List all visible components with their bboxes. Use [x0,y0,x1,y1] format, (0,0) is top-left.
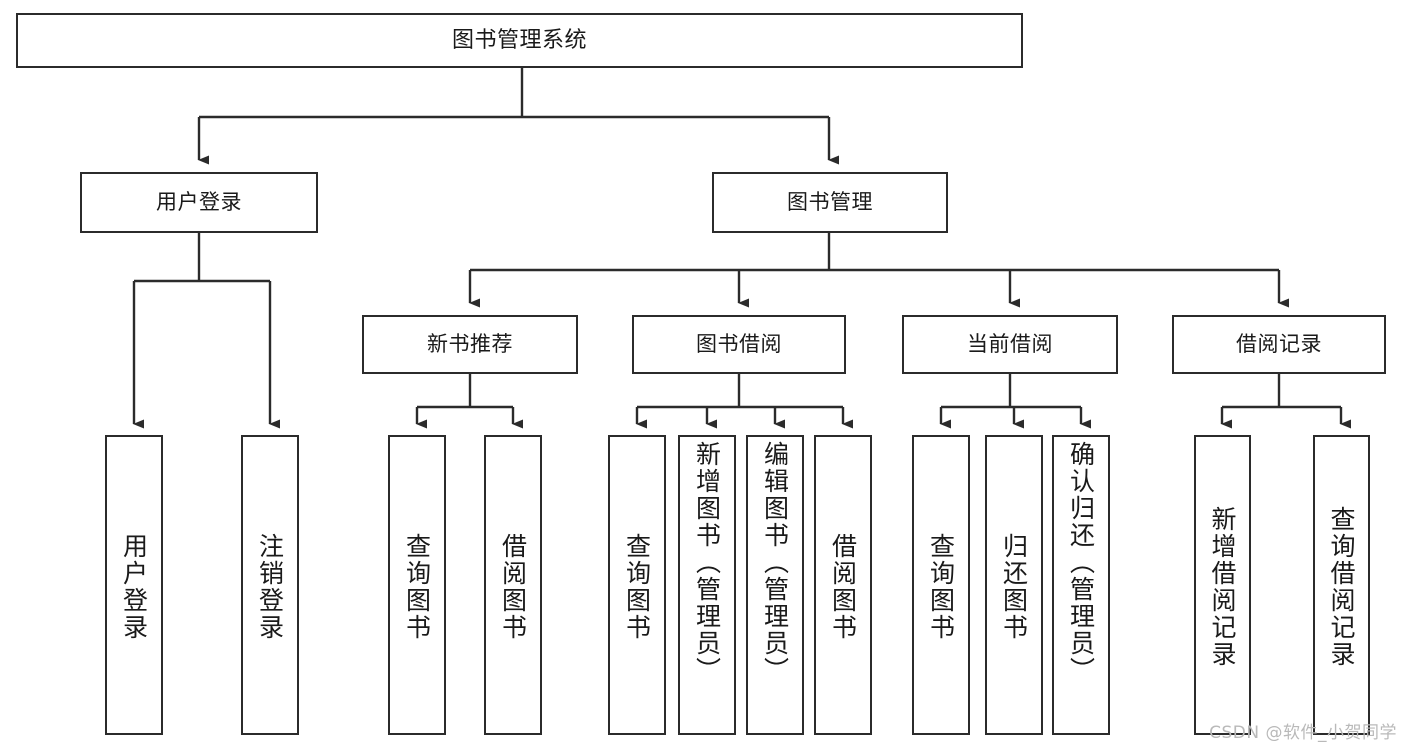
node-label: 图书管理系统 [451,27,587,53]
leaf-add-record[interactable]: 新增借阅记录 [1194,435,1251,735]
node-label: 归还图书 [999,533,1029,641]
node-label: 用户登录 [119,533,149,641]
leaf-query-record[interactable]: 查询借阅记录 [1313,435,1370,735]
node-current-borrow[interactable]: 当前借阅 [902,315,1118,374]
leaf-query-book-3[interactable]: 查询图书 [912,435,970,735]
leaf-borrow-book-2[interactable]: 借阅图书 [814,435,872,735]
leaf-query-book-1[interactable]: 查询图书 [388,435,446,735]
node-user-login[interactable]: 用户登录 [80,172,318,233]
leaf-user-logout[interactable]: 注销登录 [241,435,299,735]
leaf-edit-book[interactable]: 编辑图书（管理员） [746,435,804,735]
node-label: 当前借阅 [967,332,1053,357]
node-label: 图书借阅 [696,332,782,357]
node-label: 查询图书 [622,533,652,641]
leaf-return-book[interactable]: 归还图书 [985,435,1043,735]
leaf-user-login[interactable]: 用户登录 [105,435,163,735]
node-label: 借阅图书 [498,533,528,641]
node-root-book-management-system[interactable]: 图书管理系统 [16,13,1023,68]
node-label: 新书推荐 [427,332,513,357]
node-label: 借阅记录 [1236,332,1322,357]
node-label: 查询借阅记录 [1327,506,1356,668]
node-label: 查询图书 [926,533,956,641]
node-label: 注销登录 [255,533,285,641]
node-label: 图书管理 [787,190,873,215]
node-label: 借阅图书 [828,533,858,641]
node-new-book-recommend[interactable]: 新书推荐 [362,315,578,374]
leaf-query-book-2[interactable]: 查询图书 [608,435,666,735]
leaf-add-book[interactable]: 新增图书（管理员） [678,435,736,735]
node-label: 用户登录 [156,190,242,215]
node-label: 查询图书 [402,533,432,641]
node-label: 新增借阅记录 [1208,506,1237,668]
node-borrow-record[interactable]: 借阅记录 [1172,315,1386,374]
node-label: 新增图书（管理员） [692,441,722,684]
leaf-confirm-return[interactable]: 确认归还（管理员） [1052,435,1110,735]
node-book-manage[interactable]: 图书管理 [712,172,948,233]
node-label: 确认归还（管理员） [1066,441,1096,684]
node-book-borrow[interactable]: 图书借阅 [632,315,846,374]
leaf-borrow-book-1[interactable]: 借阅图书 [484,435,542,735]
node-label: 编辑图书（管理员） [760,441,790,684]
watermark-text: CSDN @软件_小贺同学 [1209,723,1397,743]
